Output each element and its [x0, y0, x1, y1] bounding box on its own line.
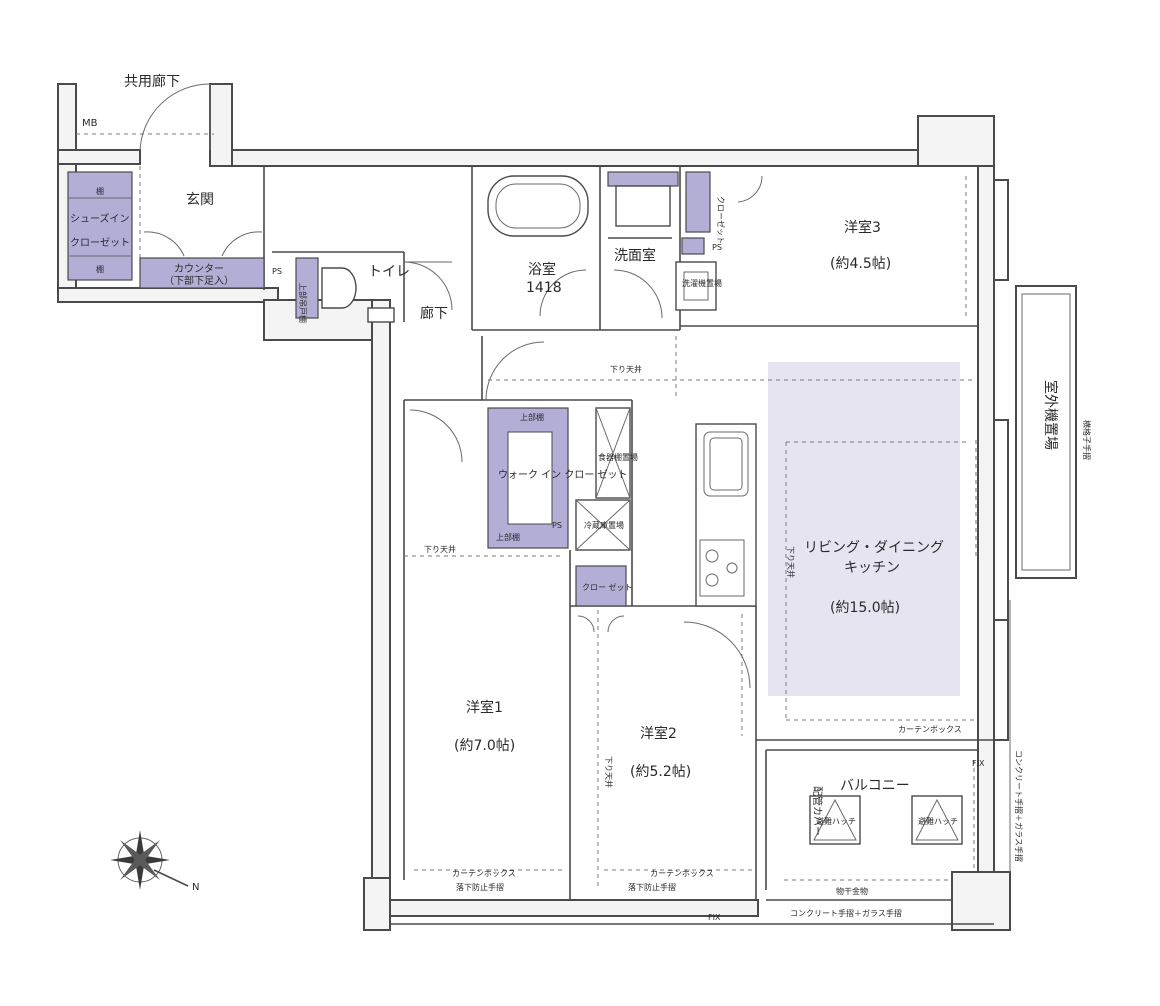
- washroom-shelf: [681, 237, 705, 255]
- label-entrance: 玄関: [186, 191, 214, 208]
- label-fall-prevention-1: 落下防止手摺: [456, 882, 504, 892]
- label-walkin-closet: ウォーク イン クロー ゼット: [498, 469, 628, 481]
- label-concrete-glass-rail-1: コンクリート手摺＋ガラス手摺: [790, 908, 902, 918]
- doors: [139, 83, 763, 689]
- label-pantry: 食器棚置場: [598, 452, 638, 462]
- label-lowered-ceiling-2: 下り天井: [424, 544, 456, 554]
- shoe-closet: [67, 171, 133, 281]
- counter: [139, 257, 265, 289]
- ceiling-lines: [76, 133, 977, 890]
- label-evac-hatch-1: 避難ハッチ: [816, 816, 856, 826]
- label-lowered-ceiling-1: 下り天井: [610, 364, 642, 374]
- label-concrete-glass-rail-2: コンクリート手摺＋ガラス手摺: [1014, 750, 1024, 862]
- label-upper-shelf-1: 上部棚: [520, 412, 544, 422]
- kitchen-counter: [695, 423, 757, 607]
- label-pipe-cover: 配管カバー: [811, 786, 824, 836]
- label-shoe-closet-2: クローゼット: [70, 237, 130, 249]
- label-fridge: 冷蔵庫置場: [584, 520, 624, 530]
- label-fence: 横格子手摺: [1082, 420, 1092, 460]
- label-curtain-box-3: カーテンボックス: [898, 725, 962, 734]
- label-counter-1: カウンター: [174, 263, 224, 275]
- label-ps-1: PS: [272, 267, 282, 276]
- label-corridor-shared: 共用廊下: [124, 73, 180, 90]
- fixtures: [321, 175, 1077, 925]
- ldk-highlight: [768, 362, 960, 696]
- label-ldk-size: (約15.0帖): [830, 600, 900, 616]
- label-closet-2: クロー ゼット: [582, 582, 633, 592]
- label-ldk-1: リビング・ダイニング: [804, 540, 944, 556]
- evac-hatch-2: [911, 795, 963, 845]
- label-fix-2: FIX: [972, 759, 985, 768]
- label-fall-prevention-2: 落下防止手摺: [628, 882, 676, 892]
- label-bath: 浴室: [528, 261, 556, 278]
- label-washer-area: 洗濯機置場: [682, 278, 722, 288]
- label-shoe-closet-1: シューズイン: [70, 212, 130, 225]
- label-closet-3: クローゼット: [716, 196, 726, 244]
- label-outdoor-unit: 室外機置場: [1042, 380, 1059, 450]
- label-ps-3: PS: [552, 521, 562, 530]
- label-handrail: 物干金物: [836, 886, 868, 896]
- label-bedroom1-size: (約7.0帖): [454, 738, 515, 754]
- walkin-closet: [487, 407, 569, 549]
- label-toilet: トイレ: [368, 264, 410, 280]
- label-shelf-1: 棚: [96, 186, 104, 196]
- label-washroom: 洗面室: [614, 247, 656, 264]
- label-evac-hatch-2: 避難ハッチ: [918, 816, 958, 826]
- evac-hatch-1: [809, 795, 861, 845]
- label-mb: MB: [82, 118, 98, 129]
- label-upper-shelf-2: 上部棚: [496, 532, 520, 542]
- label-bedroom2: 洋室2: [640, 725, 677, 742]
- storage-blocks: [67, 171, 711, 607]
- label-bedroom2-size: (約5.2帖): [630, 764, 691, 780]
- toilet-bowl: [321, 267, 357, 309]
- label-bedroom1: 洋室1: [466, 699, 503, 716]
- label-toilet-shelf: 上部吊戸棚: [298, 283, 308, 323]
- bathtub: [487, 175, 589, 237]
- label-balcony: バルコニー: [840, 778, 910, 794]
- label-counter-2: （下部下足入）: [164, 274, 234, 287]
- label-shelf-2: 棚: [96, 264, 104, 274]
- label-compass-n: N: [192, 882, 199, 893]
- label-ps-2: PS: [712, 243, 722, 252]
- outdoor-unit-area: [1015, 285, 1077, 579]
- label-curtain-box-2: カーテンボックス: [650, 869, 714, 878]
- closet-bedroom2: [575, 565, 627, 607]
- washer: [675, 261, 717, 311]
- label-bedroom3-size: (約4.5帖): [830, 256, 891, 272]
- closet-bedroom3: [685, 171, 711, 233]
- label-bath-size: 1418: [526, 280, 562, 296]
- label-hallway: 廊下: [420, 305, 448, 322]
- washbasin: [615, 185, 671, 227]
- label-fix-1: FIX: [708, 913, 721, 922]
- label-ldk-2: キッチン: [844, 560, 900, 576]
- toilet-shelf: [295, 257, 319, 319]
- label-bedroom3: 洋室3: [844, 219, 881, 236]
- washroom-top: [607, 171, 679, 187]
- label-lowered-ceiling-4: 下り天井: [786, 546, 796, 578]
- labels: 共用廊下 MB 玄関 棚 シューズイン クローゼット 棚 カウンター （下部下足…: [70, 73, 1092, 922]
- compass-icon: [110, 830, 189, 890]
- label-lowered-ceiling-3: 下り天井: [604, 756, 614, 788]
- label-curtain-box-1: カーテンボックス: [452, 869, 516, 878]
- interior-walls: [263, 166, 994, 900]
